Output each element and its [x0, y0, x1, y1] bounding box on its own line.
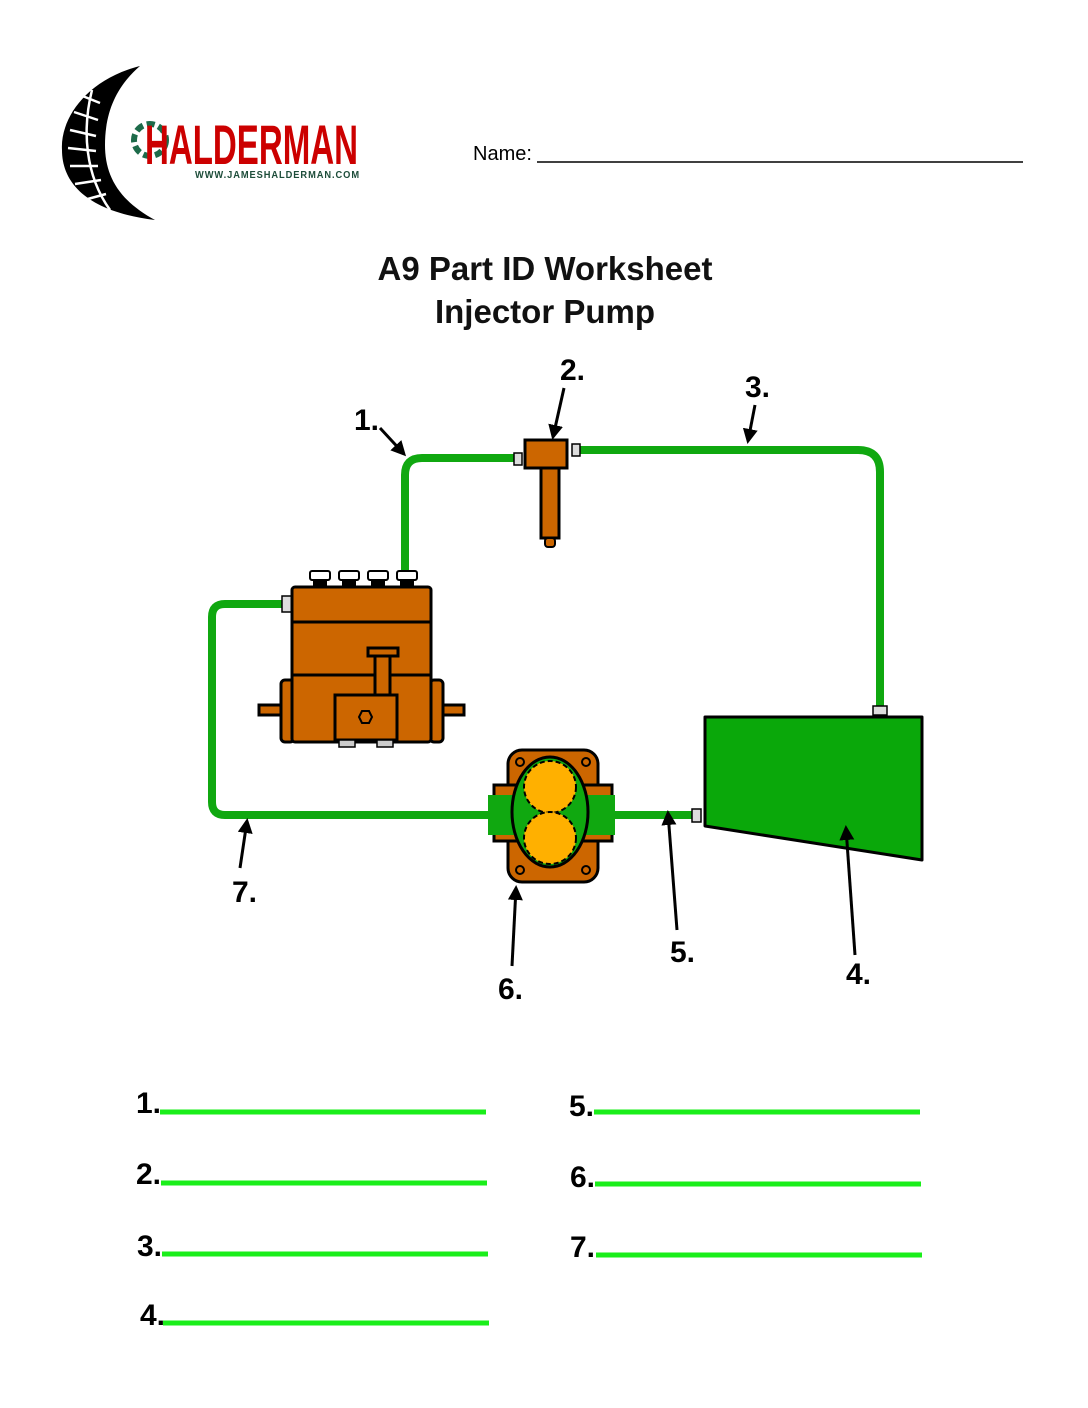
callout-6: 6.	[498, 973, 523, 1006]
name-label: Name:	[473, 143, 532, 165]
logo-url: WWW.JAMESHALDERMAN.COM	[195, 170, 360, 181]
callout-2: 2.	[560, 354, 585, 387]
return-line	[574, 446, 884, 712]
answer-label-2: 2.	[136, 1158, 161, 1191]
answer-label-4: 4.	[140, 1299, 165, 1332]
supply-line-to-pump	[208, 600, 499, 819]
gear-emblem-icon	[131, 121, 169, 159]
gear-pump-icon	[488, 748, 615, 884]
callout-labels: 1. 2. 3. 4. 5. 6. 7.	[232, 354, 871, 1006]
answer-label-5: 5.	[569, 1090, 594, 1123]
tire-icon	[61, 66, 155, 220]
callout-1: 1.	[354, 404, 379, 437]
worksheet-subtitle: Injector Pump	[435, 293, 655, 330]
injection-pump-icon	[257, 570, 466, 748]
answer-label-6: 6.	[570, 1161, 595, 1194]
fuel-lines	[208, 446, 884, 819]
logo-brand: HALDERMAN	[145, 113, 358, 176]
callout-5: 5.	[670, 936, 695, 969]
callout-7: 7.	[232, 876, 257, 909]
injector-icon	[513, 438, 581, 548]
answer-section: 1. 2. 3. 4. 5. 6. 7.	[136, 1087, 922, 1332]
callout-arrows	[237, 387, 857, 967]
worksheet-title: A9 Part ID Worksheet	[378, 250, 713, 287]
halderman-logo: HALDERMAN WWW.JAMESHALDERMAN.COM	[61, 66, 360, 220]
answer-label-1: 1.	[136, 1087, 161, 1120]
answer-label-3: 3.	[137, 1230, 162, 1263]
high-pressure-line	[401, 454, 522, 576]
answer-label-7: 7.	[570, 1231, 595, 1264]
callout-4: 4.	[846, 958, 871, 991]
callout-3: 3.	[745, 371, 770, 404]
fuel-tank-icon	[691, 705, 924, 862]
